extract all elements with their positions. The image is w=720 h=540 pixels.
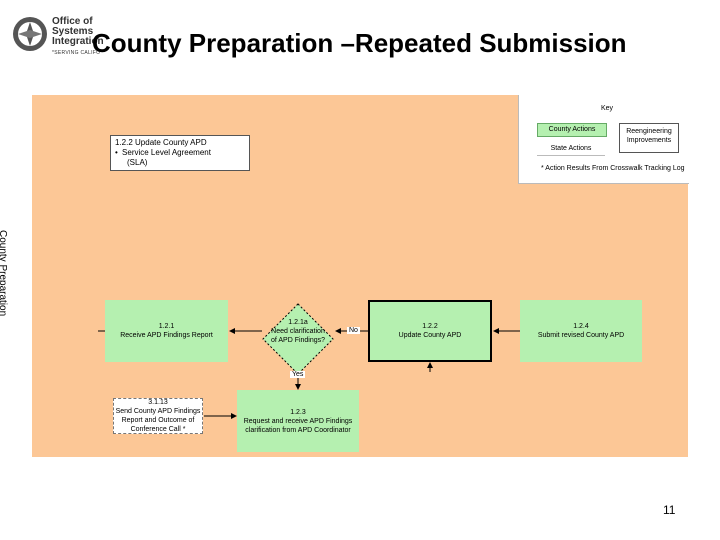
state-id: 3.1.13 [148, 399, 168, 406]
process-label: Submit revised County APD [537, 332, 625, 339]
edge-label-yes: Yes [290, 371, 306, 378]
logo-text-line2: Systems [52, 26, 94, 37]
logo: Office of Systems Integration *SERVING C… [12, 12, 122, 58]
state-label-line2: Report and Outcome of [121, 417, 195, 424]
key-reengineering-line2: Improvements [626, 137, 672, 144]
process-id: 1.2.3 [290, 408, 306, 416]
key-county-actions: County Actions [537, 123, 607, 137]
key-note: * Action Results From Crosswalk Tracking… [541, 165, 685, 172]
process-id: 1.2.1 [158, 323, 175, 330]
key-title: Key [601, 105, 614, 112]
process-request-clarification: 1.2.3 Request and receive APD Findings c… [237, 390, 359, 452]
process-label: Receive APD Findings Report [120, 332, 213, 339]
key-state-actions: State Actions [537, 143, 605, 156]
legend-key: Key County Actions Reengineering Improve… [518, 95, 689, 184]
note-bullet-row: • Service Level Agreement [115, 148, 211, 157]
logo-text-line3: Integration [52, 36, 104, 47]
logo-text-line1: Office of [52, 16, 93, 27]
edge-label-no: No [347, 327, 360, 334]
page-title: County Preparation –Repeated Submission [92, 28, 627, 58]
note-bullet-cont: (SLA) [127, 158, 148, 167]
note-bullet: Service Level Agreement [122, 148, 211, 157]
process-label-line1: Request and receive APD Findings [243, 417, 353, 425]
process-receive-findings: 1.2.1 Receive APD Findings Report [105, 300, 228, 362]
process-label: Update County APD [398, 332, 462, 339]
process-submit-revised: 1.2.4 Submit revised County APD [520, 300, 642, 362]
key-reengineering-line1: Reengineering [626, 128, 672, 135]
seal-icon [13, 17, 47, 51]
state-label-line3: Conference Call * [130, 426, 186, 433]
state-label-line1: Send County APD Findings [115, 408, 201, 415]
process-label-line2: clarification from APD Coordinator [245, 426, 351, 434]
logo-tagline: *SERVING CALIFO [52, 50, 101, 56]
decision-line2: of APD Findings? [270, 337, 326, 344]
process-id: 1.2.4 [573, 323, 589, 330]
note-title: 1.2.2 Update County APD [115, 138, 207, 147]
decision-id: 1.2.1a [288, 319, 308, 326]
page-number: 11 [663, 503, 676, 517]
process-update-apd: 1.2.2 Update County APD [368, 300, 492, 362]
note-box: 1.2.2 Update County APD • Service Level … [110, 135, 250, 171]
decision-text: 1.2.1a Need clarification of APD Finding… [258, 318, 338, 345]
process-id: 1.2.2 [422, 323, 438, 330]
state-send-findings: 3.1.13 Send County APD Findings Report a… [113, 398, 203, 434]
decision-diamond [262, 303, 334, 375]
decision-line1: Need clarification [271, 328, 325, 335]
key-reengineering: Reengineering Improvements [619, 123, 679, 153]
